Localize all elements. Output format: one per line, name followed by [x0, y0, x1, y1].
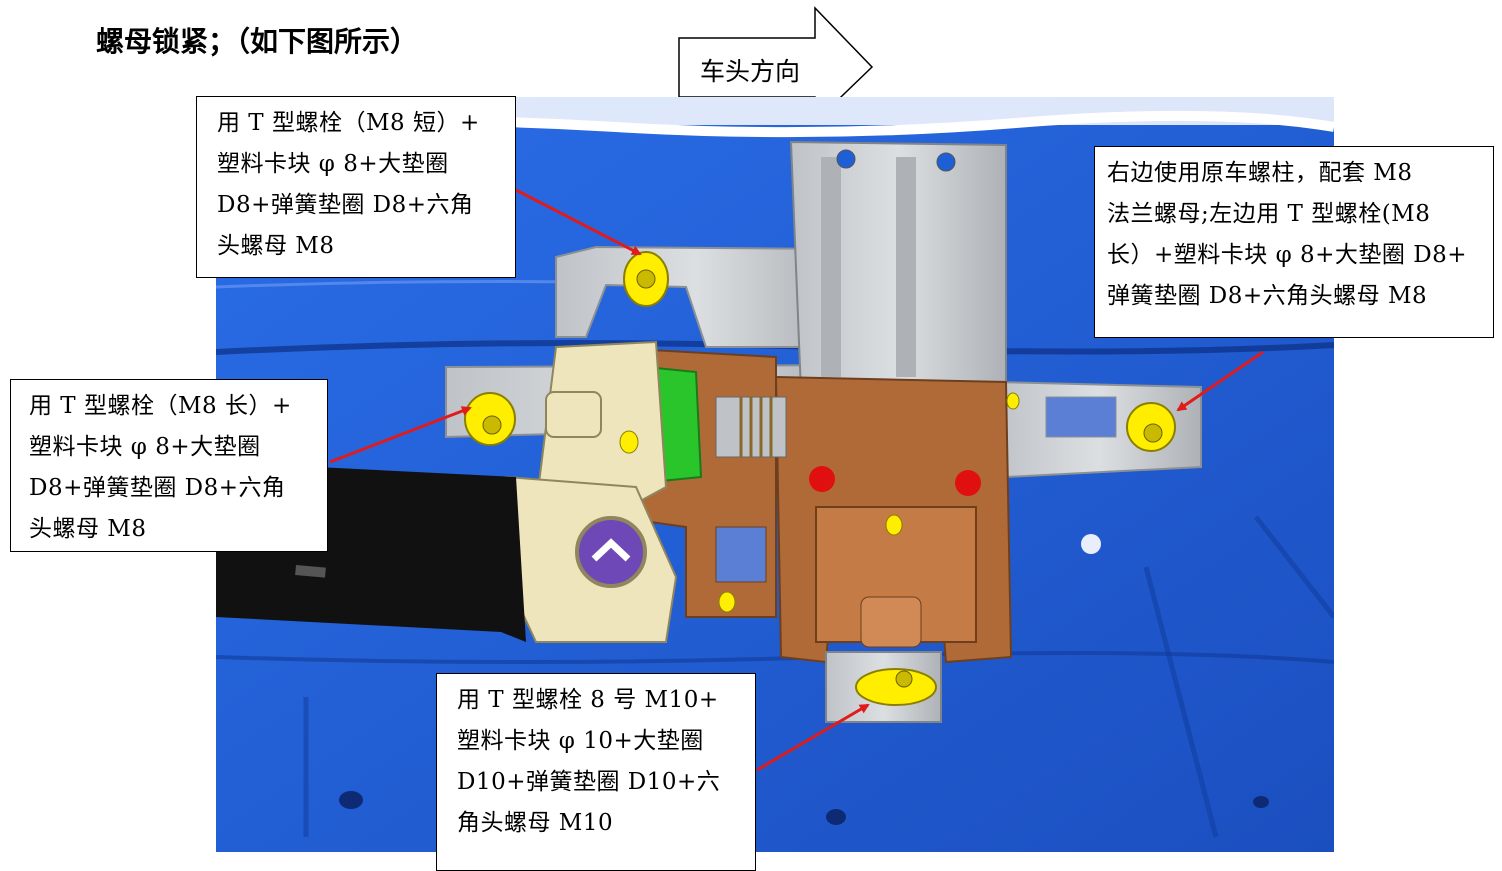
direction-label: 车头方向 [700, 57, 801, 86]
callout-left: 用 T 型螺栓（M8 长）+ 塑料卡块 φ 8+大垫圈 D8+弹簧垫圈 D8+六… [10, 379, 328, 552]
section-heading: 螺母锁紧；（如下图所示） [96, 25, 419, 58]
bolt-right [1126, 402, 1176, 452]
bolt-bottom [855, 668, 937, 706]
bolt-left [464, 392, 516, 446]
bolt-top-left [623, 251, 669, 307]
callout-bottom: 用 T 型螺栓 8 号 M10+ 塑料卡块 φ 10+大垫圈 D10+弹簧垫圈 … [436, 673, 756, 871]
callout-right: 右边使用原车螺柱，配套 M8 法兰螺母;左边用 T 型螺栓(M8 长）+塑料卡块… [1094, 146, 1494, 338]
callout-top-left: 用 T 型螺栓（M8 短）+ 塑料卡块 φ 8+大垫圈 D8+弹簧垫圈 D8+六… [196, 96, 516, 278]
